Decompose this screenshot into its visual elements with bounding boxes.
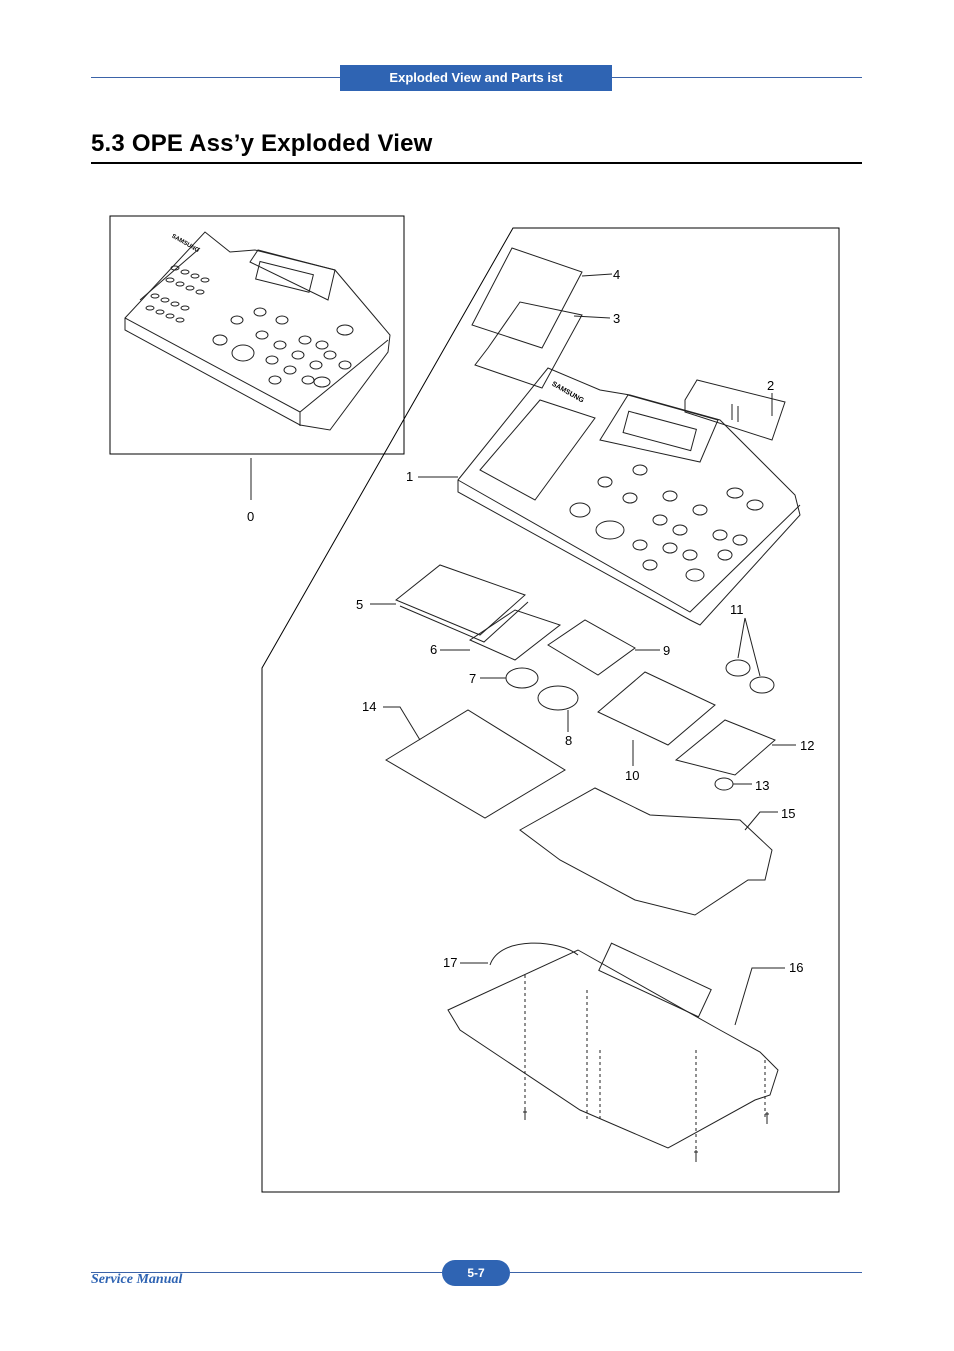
part-overlays-3-4 xyxy=(471,247,583,389)
header-rule-left xyxy=(91,77,340,78)
part-13-button xyxy=(714,777,734,791)
callout-5: 5 xyxy=(356,597,363,612)
callout-11: 11 xyxy=(730,602,744,617)
pcb-lcd-module xyxy=(598,942,712,1018)
part-8-button xyxy=(537,685,579,711)
part-6-keypad xyxy=(468,609,562,661)
header-rule-right xyxy=(612,77,862,78)
part-5-keypad xyxy=(395,564,529,643)
screw-lines xyxy=(524,975,766,1160)
part-2-tick xyxy=(731,404,739,422)
callout-10: 10 xyxy=(625,768,639,783)
inset-frame xyxy=(109,215,405,455)
part-11-button-b xyxy=(749,676,775,694)
part-11-button-a xyxy=(725,659,751,677)
part-12-keypad xyxy=(674,719,776,776)
part-7-button xyxy=(505,667,539,689)
part-1-cover: SAMSUNG xyxy=(457,367,801,626)
cover-brand-text: SAMSUNG xyxy=(550,381,585,405)
assembled-unit-drawing: SAMSUNG xyxy=(124,231,391,431)
leader-15 xyxy=(744,811,778,831)
callout-14: 14 xyxy=(362,699,376,714)
leader-3 xyxy=(573,315,611,319)
callout-4: 4 xyxy=(613,267,620,282)
footer-rule-right xyxy=(510,1272,862,1273)
part-10-keypad xyxy=(597,671,716,746)
leader-11 xyxy=(737,617,761,677)
part-16-pcb xyxy=(447,949,779,1149)
callout-0: 0 xyxy=(247,509,254,524)
callout-16: 16 xyxy=(789,960,803,975)
title-underline xyxy=(91,162,862,164)
callout-1: 1 xyxy=(406,469,413,484)
screws xyxy=(523,1110,769,1162)
part-14-sheet xyxy=(385,709,566,819)
page-title: 5.3 OPE Ass’y Exploded View xyxy=(91,130,433,157)
callout-9: 9 xyxy=(663,643,670,658)
footer-rule-left xyxy=(91,1272,442,1273)
callout-3: 3 xyxy=(613,311,620,326)
callout-13: 13 xyxy=(755,778,769,793)
callout-6: 6 xyxy=(430,642,437,657)
callout-17: 17 xyxy=(443,955,457,970)
part-15-membrane xyxy=(519,787,773,916)
part-17-cable xyxy=(489,942,579,966)
leader-16 xyxy=(734,967,785,1026)
callout-8: 8 xyxy=(565,733,572,748)
footer-manual-label: Service Manual xyxy=(91,1272,183,1287)
page-number-badge: 5-7 xyxy=(442,1260,510,1286)
part-9-keypad xyxy=(547,619,636,676)
leader-14 xyxy=(383,706,421,741)
inset-brand-text: SAMSUNG xyxy=(170,234,200,255)
header-tab: Exploded View and Parts ist xyxy=(340,65,612,91)
callout-12: 12 xyxy=(800,738,814,753)
callout-15: 15 xyxy=(781,806,795,821)
callout-7: 7 xyxy=(469,671,476,686)
callout-2: 2 xyxy=(767,378,774,393)
leader-4 xyxy=(581,273,613,277)
exploded-frame xyxy=(261,227,840,1193)
